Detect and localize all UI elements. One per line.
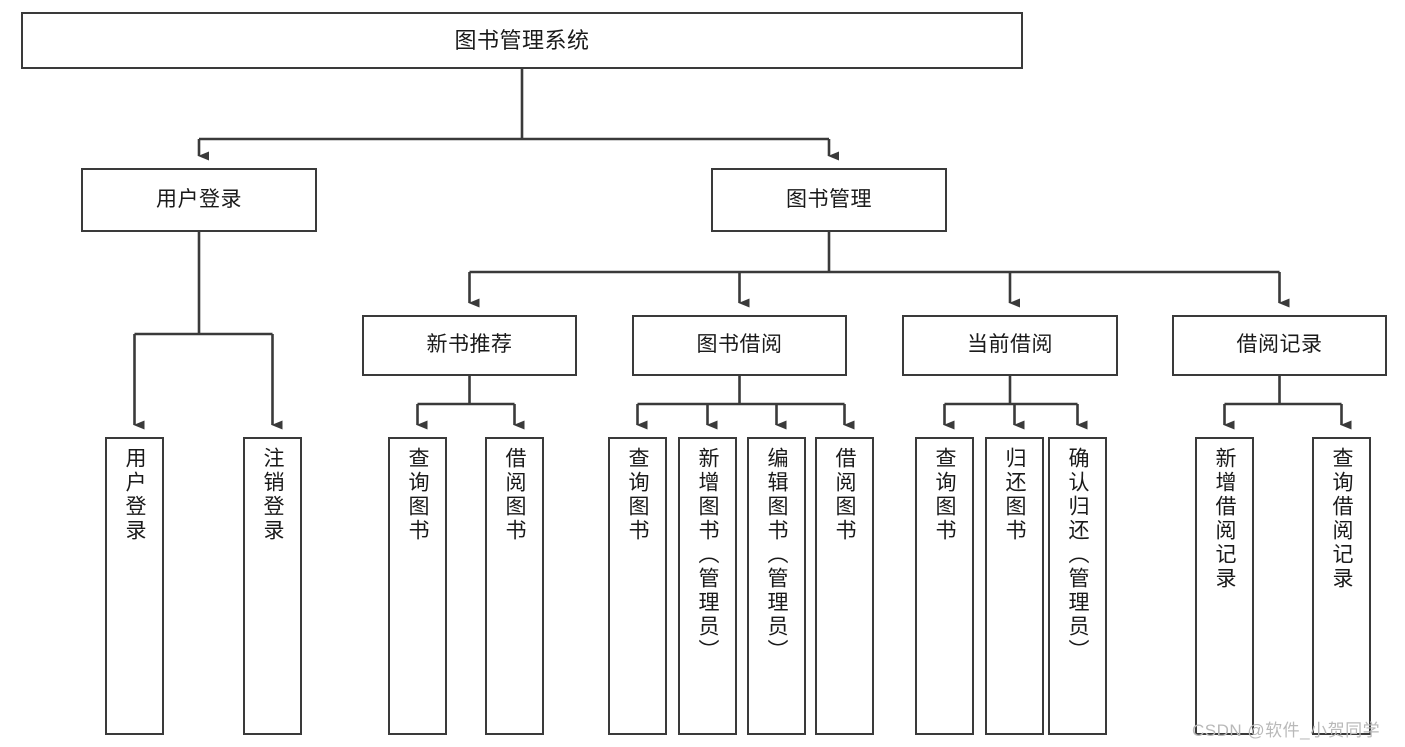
node-label: 新增借阅记录: [1213, 447, 1236, 591]
node-leaf-logout[interactable]: 注销登录: [243, 437, 302, 735]
node-label: 查询图书: [933, 447, 956, 543]
node-leaf-user-login[interactable]: 用户登录: [105, 437, 164, 735]
node-label: 新增图书（管理员）: [696, 447, 719, 663]
node-leaf-add-book[interactable]: 新增图书（管理员）: [678, 437, 737, 735]
node-label: 确认归还（管理员）: [1066, 447, 1089, 663]
conn-book-borrow: [636, 376, 855, 430]
node-root[interactable]: 图书管理系统: [21, 12, 1023, 69]
node-label: 查询借阅记录: [1330, 447, 1353, 591]
node-leaf-query-book-2[interactable]: 查询图书: [608, 437, 667, 735]
node-label: 归还图书: [1003, 447, 1026, 543]
node-label: 借阅图书: [503, 447, 526, 543]
node-label: 用户登录: [156, 187, 242, 211]
node-leaf-return-book[interactable]: 归还图书: [985, 437, 1044, 735]
node-book-manage[interactable]: 图书管理: [711, 168, 947, 232]
node-leaf-borrow-book-1[interactable]: 借阅图书: [485, 437, 544, 735]
node-user-login[interactable]: 用户登录: [81, 168, 317, 232]
node-current-borrow[interactable]: 当前借阅: [902, 315, 1118, 376]
conn-user-login: [133, 232, 283, 430]
node-label: 借阅记录: [1236, 333, 1323, 357]
node-label: 图书管理: [786, 187, 872, 211]
conn-book-manage: [468, 232, 1290, 308]
node-leaf-edit-book[interactable]: 编辑图书（管理员）: [747, 437, 806, 735]
node-leaf-confirm-return[interactable]: 确认归还（管理员）: [1048, 437, 1107, 735]
node-borrow-record[interactable]: 借阅记录: [1172, 315, 1387, 376]
node-leaf-add-record[interactable]: 新增借阅记录: [1195, 437, 1254, 735]
conn-current-borrow: [943, 376, 1088, 430]
node-book-borrow[interactable]: 图书借阅: [632, 315, 847, 376]
node-label: 图书管理系统: [454, 27, 590, 53]
node-label: 新书推荐: [426, 333, 513, 357]
node-label: 注销登录: [261, 447, 284, 543]
node-leaf-query-book-3[interactable]: 查询图书: [915, 437, 974, 735]
node-label: 编辑图书（管理员）: [765, 447, 788, 663]
node-label: 用户登录: [123, 447, 146, 543]
conn-new-book-recommend: [416, 376, 525, 430]
node-label: 借阅图书: [833, 447, 856, 543]
conn-borrow-record: [1223, 376, 1352, 430]
node-label: 查询图书: [626, 447, 649, 543]
node-leaf-query-book-1[interactable]: 查询图书: [388, 437, 447, 735]
node-label: 当前借阅: [967, 333, 1053, 357]
node-leaf-borrow-book-2[interactable]: 借阅图书: [815, 437, 874, 735]
node-leaf-query-record[interactable]: 查询借阅记录: [1312, 437, 1371, 735]
node-new-book-recommend[interactable]: 新书推荐: [362, 315, 577, 376]
conn-root: [197, 69, 839, 161]
node-label: 查询图书: [406, 447, 429, 543]
node-label: 图书借阅: [696, 333, 783, 357]
